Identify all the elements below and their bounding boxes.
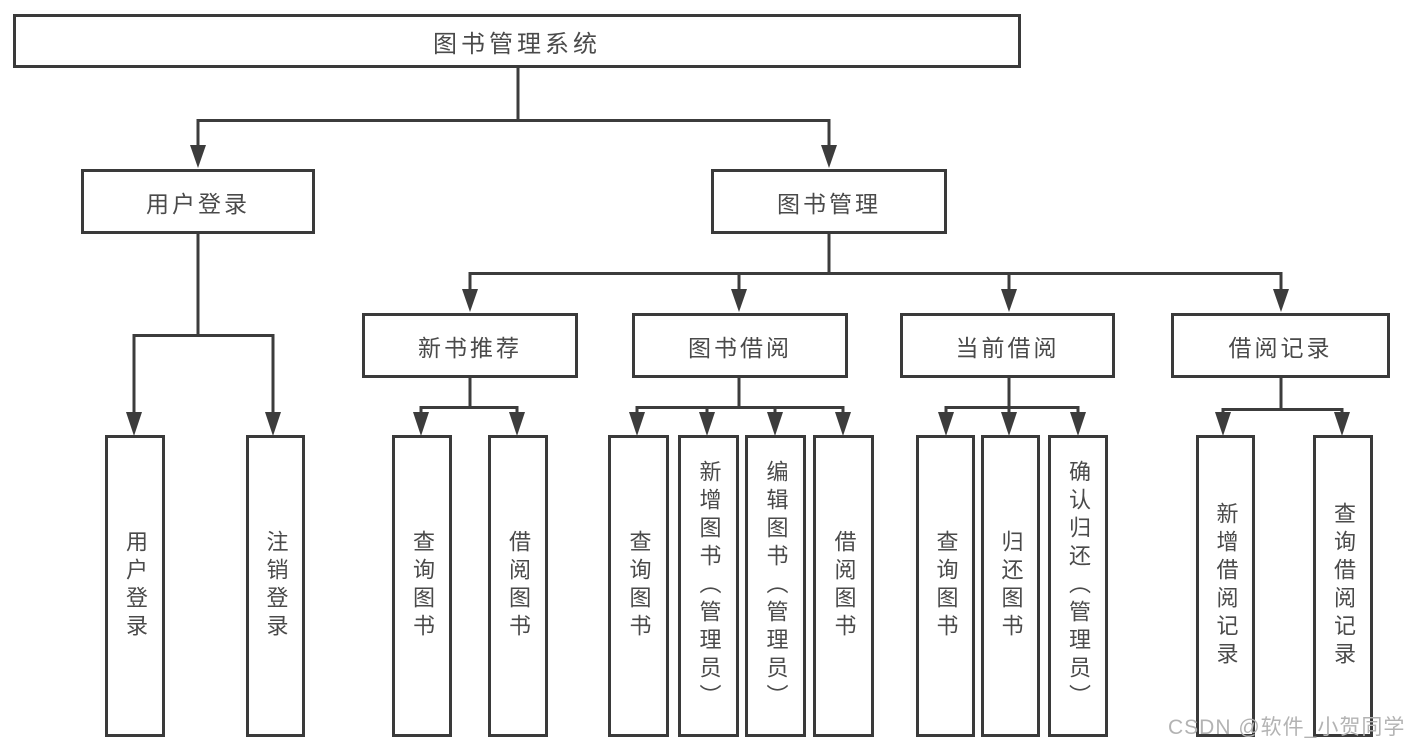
leaf-return-books: 归还图书 (981, 435, 1040, 737)
leaf-label: 新增借阅记录 (1213, 502, 1239, 670)
node-label: 用户登录 (146, 190, 250, 217)
leaf-label: 用户登录 (123, 530, 148, 642)
node-label: 新书推荐 (418, 334, 522, 361)
leaf-edit-books-admin: 编辑图书（管理员） (745, 435, 806, 737)
leaf-label: 新增图书（管理员） (696, 460, 722, 712)
leaf-query-books-current: 查询图书 (916, 435, 975, 737)
leaf-label: 查询图书 (626, 530, 652, 642)
leaf-logout: 注销登录 (246, 435, 305, 737)
leaf-label: 查询图书 (410, 530, 435, 642)
leaf-add-borrow-record: 新增借阅记录 (1196, 435, 1255, 737)
leaf-label: 注销登录 (263, 530, 289, 642)
node-label: 当前借阅 (955, 334, 1060, 361)
leaf-query-borrow-record: 查询借阅记录 (1313, 435, 1373, 737)
leaf-label: 确认归还（管理员） (1066, 460, 1091, 712)
leaf-label: 借阅图书 (831, 530, 857, 642)
arrowheads (126, 145, 1350, 436)
node-borrow-records: 借阅记录 (1171, 313, 1390, 378)
leaf-query-books-recommend: 查询图书 (392, 435, 452, 737)
node-user-login: 用户登录 (81, 169, 315, 234)
node-library-management-system: 图书管理系统 (13, 14, 1021, 68)
leaf-label: 查询借阅记录 (1331, 502, 1356, 670)
node-label: 图书管理 (777, 190, 881, 217)
leaf-label: 查询图书 (933, 530, 959, 642)
leaf-user-login: 用户登录 (105, 435, 165, 737)
leaf-borrow-books: 借阅图书 (813, 435, 874, 737)
leaf-label: 归还图书 (998, 530, 1024, 642)
leaf-query-books-borrow: 查询图书 (608, 435, 669, 737)
node-label: 图书借阅 (688, 334, 792, 361)
node-current-borrow: 当前借阅 (900, 313, 1115, 378)
leaf-label: 借阅图书 (506, 530, 531, 642)
node-label: 借阅记录 (1228, 334, 1333, 361)
leaf-borrow-books-recommend: 借阅图书 (488, 435, 548, 737)
node-book-management: 图书管理 (711, 169, 947, 234)
leaf-label: 编辑图书（管理员） (763, 460, 789, 712)
node-new-book-recommend: 新书推荐 (362, 313, 578, 378)
node-label: 图书管理系统 (433, 30, 601, 58)
leaf-confirm-return-admin: 确认归还（管理员） (1048, 435, 1108, 737)
leaf-add-books-admin: 新增图书（管理员） (678, 435, 739, 737)
node-book-borrow: 图书借阅 (632, 313, 848, 378)
csdn-watermark: CSDN @软件_小贺同学 (1168, 716, 1405, 739)
